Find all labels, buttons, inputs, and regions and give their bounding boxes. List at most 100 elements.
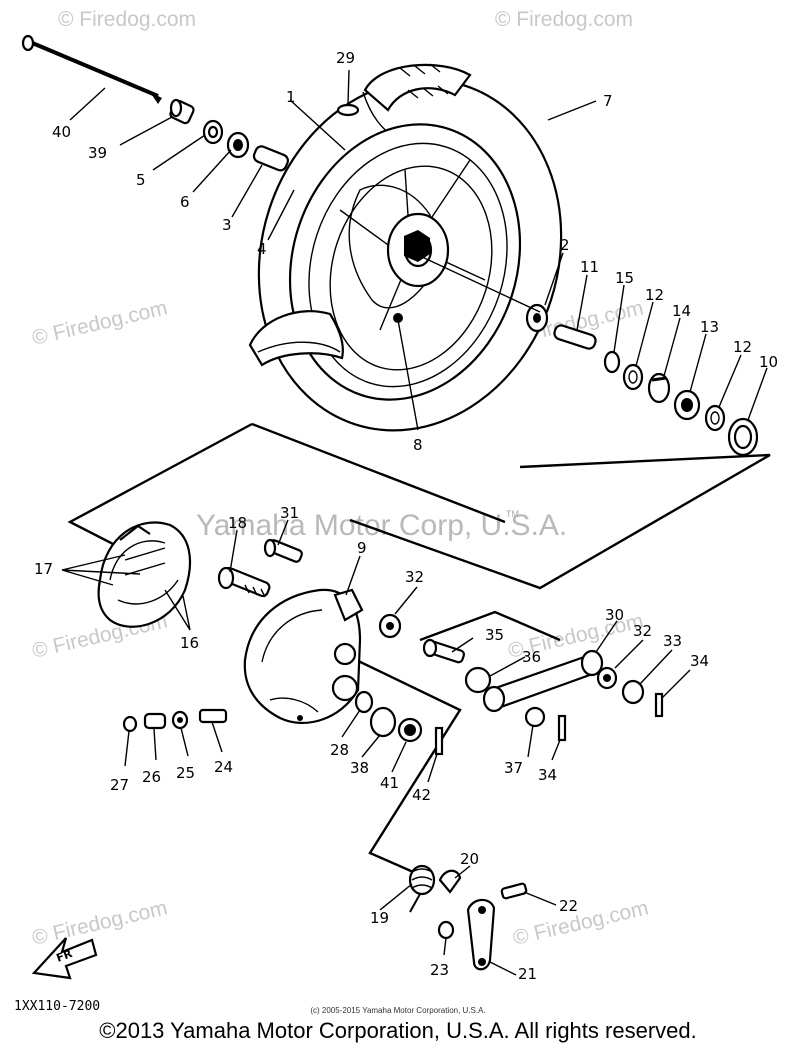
- callout-21: 21: [518, 965, 537, 983]
- callout-7: 7: [603, 92, 613, 110]
- circlip-part-12b: [704, 404, 726, 432]
- callout-25: 25: [176, 764, 195, 782]
- washer-part-38: [369, 706, 397, 738]
- watermark-yamaha: Yamaha Motor Corp, U.S.A.: [196, 509, 567, 542]
- bearing-part-2: [525, 303, 549, 333]
- washer-part-32b: [596, 666, 618, 690]
- cotter-pin-part-42: [434, 726, 444, 756]
- collar-part-39: [169, 98, 195, 125]
- callout-33: 33: [663, 632, 682, 650]
- callout-17: 17: [34, 560, 53, 578]
- wheel-assembly: [248, 63, 563, 432]
- callout-14: 14: [672, 302, 691, 320]
- callout-34b: 34: [538, 766, 557, 784]
- callout-24: 24: [214, 758, 233, 776]
- spacer-part-11: [553, 324, 597, 350]
- callout-29: 29: [336, 49, 355, 67]
- callout-11: 11: [580, 258, 599, 276]
- callout-6: 6: [180, 193, 190, 211]
- callout-10: 10: [759, 353, 778, 371]
- washer-part-32a: [378, 613, 402, 639]
- cotter-pin-part-34a: [654, 692, 664, 718]
- callout-12b: 12: [733, 338, 752, 356]
- axle-part: [21, 34, 162, 104]
- callout-42: 42: [412, 786, 431, 804]
- reference-frame-lower: [349, 610, 561, 877]
- indicator-part-20: [438, 869, 462, 894]
- watermark-firedog-8: © Firedog.com: [511, 896, 651, 949]
- oil-seal-part-5: [202, 119, 224, 145]
- callout-3: 3: [222, 216, 232, 234]
- adjuster-part-24: [198, 708, 228, 724]
- callout-39: 39: [88, 144, 107, 162]
- circlip-part-12a: [622, 363, 644, 391]
- leader-lines: [61, 69, 768, 976]
- brake-shoe-part: [97, 521, 192, 628]
- callout-16: 16: [180, 634, 199, 652]
- collar-part-36: [464, 666, 492, 694]
- callout-36: 36: [522, 648, 541, 666]
- callout-8: 8: [413, 436, 423, 454]
- callout-4: 4: [257, 240, 267, 258]
- nut-part-41: [397, 717, 423, 743]
- callout-32b: 32: [633, 622, 652, 640]
- callout-27: 27: [110, 776, 129, 794]
- spring-part-19: [408, 864, 436, 913]
- front-direction-marker: FR: [31, 937, 98, 980]
- washer-part-14: [647, 372, 671, 404]
- bolt-part-35: [422, 638, 466, 664]
- watermark-firedog-3: © Firedog.com: [30, 296, 170, 349]
- callout-34a: 34: [690, 652, 709, 670]
- callout-31: 31: [280, 504, 299, 522]
- callout-5: 5: [136, 171, 146, 189]
- bearing-part-13: [673, 389, 701, 421]
- part-callouts: 1 2 3 4 5 6 7 8 9 10 11 12 12 13 14 15 1…: [34, 49, 778, 983]
- nut-part-23: [437, 920, 455, 940]
- bolt-part-22: [500, 882, 528, 900]
- nut-part-25: [171, 710, 189, 730]
- callout-38: 38: [350, 759, 369, 777]
- callout-23: 23: [430, 961, 449, 979]
- spacer-part-3: [252, 145, 289, 172]
- callout-35: 35: [485, 626, 504, 644]
- washer-part-37: [524, 706, 546, 728]
- callout-20: 20: [460, 850, 479, 868]
- callout-1: 1: [286, 88, 296, 106]
- nut-part-27: [122, 715, 138, 733]
- o-ring-part-28: [354, 690, 374, 714]
- brake-panel-part: [243, 588, 364, 725]
- collar-part-26: [143, 712, 167, 730]
- watermark-firedog-1: © Firedog.com: [58, 8, 196, 31]
- callout-37: 37: [504, 759, 523, 777]
- bolt-part-31: [263, 538, 303, 563]
- copyright-footer: ©2013 Yamaha Motor Corporation, U.S.A. A…: [99, 1018, 697, 1043]
- callout-22: 22: [559, 897, 578, 915]
- bearing-part-6: [226, 131, 250, 159]
- callout-41: 41: [380, 774, 399, 792]
- callout-9: 9: [357, 539, 367, 557]
- cam-lever-part-21: [466, 898, 496, 971]
- nut-part-33: [621, 679, 645, 705]
- callout-19: 19: [370, 909, 389, 927]
- watermark-tm: TM: [506, 509, 519, 519]
- callout-15: 15: [615, 269, 634, 287]
- watermark-firedog-7: © Firedog.com: [30, 896, 170, 949]
- balance-weight-part-29: [336, 103, 360, 117]
- callout-28: 28: [330, 741, 349, 759]
- diagram-code: 1XX110-7200: [14, 999, 101, 1014]
- cotter-pin-part-34b: [557, 714, 567, 742]
- callout-13: 13: [700, 318, 719, 336]
- callout-40: 40: [52, 123, 71, 141]
- callout-12a: 12: [645, 286, 664, 304]
- oil-seal-part-10: [727, 417, 759, 457]
- collar-part-15: [603, 350, 621, 374]
- callout-30: 30: [605, 606, 624, 624]
- small-copyright: (c) 2005-2015 Yamaha Motor Corporation, …: [310, 1006, 486, 1015]
- tension-bar-part-30: [482, 649, 604, 713]
- callout-2: 2: [560, 236, 570, 254]
- callout-18: 18: [228, 514, 247, 532]
- front-marker-label: FR: [55, 947, 75, 965]
- camshaft-part-18: [217, 566, 271, 598]
- callout-32a: 32: [405, 568, 424, 586]
